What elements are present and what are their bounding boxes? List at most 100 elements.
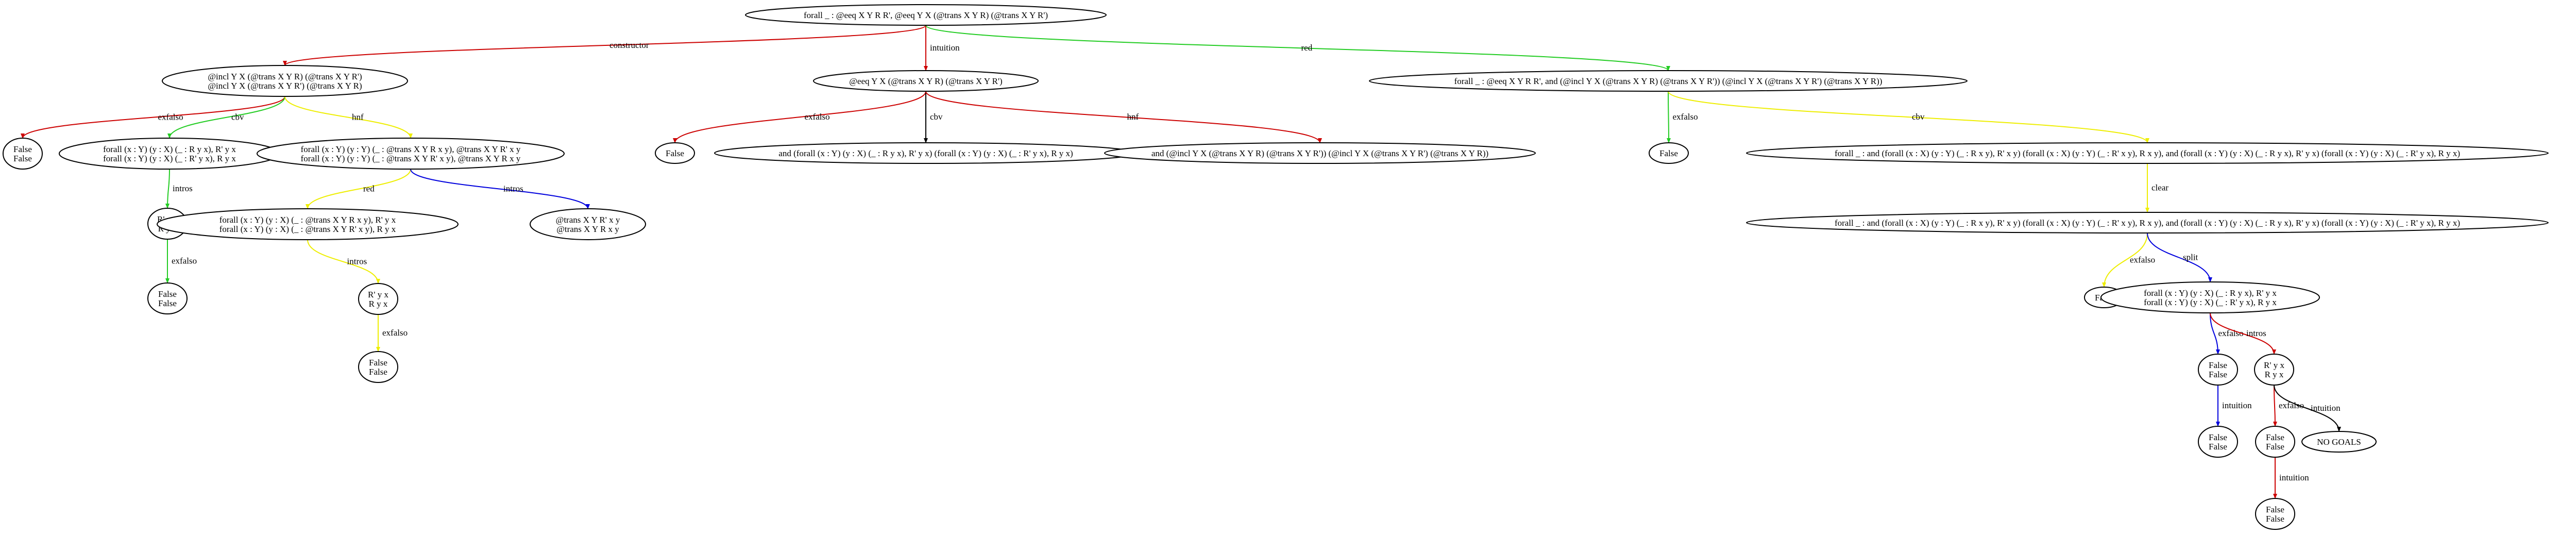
goal-node-n1b: forall (x : Y) (y : Y) (_ : @trans X Y R… [257, 138, 565, 170]
edge-label: exfalso [382, 328, 408, 338]
edge-label: exfalso [1673, 112, 1698, 122]
node-text-line: @trans X Y R' x y [556, 215, 620, 225]
node-ellipse [2301, 431, 2377, 453]
edge-n3c1-n3c1a: intuition [2216, 385, 2252, 427]
edge-label: intuition [2279, 473, 2309, 482]
node-text-line: NO GOALS [2317, 437, 2361, 447]
edge-n3b-n3c: split [2147, 232, 2212, 282]
edge-label: clear [2151, 183, 2168, 193]
node-text-line: R y x [369, 299, 388, 309]
node-text-line: forall (x : Y) (y : X) (_ : R y x), R' y… [103, 144, 236, 154]
edge-n2-n2a: cbv [924, 91, 943, 143]
edge-label: intros [503, 184, 523, 194]
edge-line [2274, 385, 2341, 432]
node-text-line: False [369, 367, 387, 377]
goal-node-n1b1a: R' y xR y x [358, 283, 398, 315]
node-text-line: forall (x : Y) (y : X) (_ : @trans X Y R… [219, 215, 396, 225]
edge-label: intuition [930, 43, 960, 53]
edge-n1b-n1b1: red [306, 169, 411, 209]
node-ellipse [1649, 142, 1689, 164]
edge-line [2147, 232, 2212, 282]
edge-line [283, 25, 926, 66]
node-ellipse [2100, 281, 2320, 313]
node-text-line: False [13, 154, 32, 163]
edge-n3c-n3c1: exfalso [2210, 312, 2244, 355]
goal-node-n3c: forall (x : Y) (y : X) (_ : R y x), R' y… [2100, 281, 2320, 313]
edge-line [925, 91, 1322, 143]
node-ellipse [157, 208, 459, 240]
edge-label: hnf [1127, 112, 1139, 122]
edge-label: intuition [2222, 400, 2252, 410]
edge-line [2210, 312, 2220, 355]
node-text-line: False [2209, 360, 2227, 370]
edge-n1b-n1b2: intros [410, 169, 590, 209]
goal-node-n1: @incl Y X (@trans X Y R) (@trans X Y R')… [162, 65, 408, 97]
edge-root-n1: constructor [283, 25, 926, 66]
goal-node-root: forall _ : @eeq X Y R R', @eeq Y X (@tra… [745, 4, 1107, 26]
node-ellipse [2255, 498, 2295, 530]
node-text-line: @incl Y X (@trans X Y R) (@trans X Y R') [208, 72, 362, 81]
goal-node-n2a: and (forall (x : Y) (y : X) (_ : R y x),… [714, 142, 1138, 164]
edge-n1a-n1a1: intros [165, 169, 193, 209]
goal-node-n2f: False [655, 142, 695, 164]
edge-line [21, 96, 285, 139]
node-ellipse [162, 65, 408, 97]
edge-line [284, 96, 413, 139]
edge-n3c2-n3c2b: intuition [2274, 385, 2341, 432]
goal-node-n3b: forall _ : and (forall (x : X) (y : Y) (… [1746, 212, 2549, 233]
node-text-line: False [2209, 370, 2227, 379]
edge-label: exfalso [2218, 328, 2244, 338]
node-ellipse [1369, 70, 1968, 92]
edge-line [410, 169, 590, 209]
goal-node-n1b1: forall (x : Y) (y : X) (_ : @trans X Y R… [157, 208, 459, 240]
node-text-line: forall _ : @eeq X Y R R', @eeq Y X (@tra… [804, 10, 1048, 20]
edge-line [1666, 91, 1671, 143]
node-text-line: False [2266, 432, 2284, 442]
node-text-line: False [369, 358, 387, 368]
node-ellipse [2198, 354, 2238, 386]
node-text-line: False [2266, 442, 2284, 452]
node-text-line: False [13, 144, 32, 154]
edge-label: exfalso [172, 256, 197, 266]
node-text-line: False [2209, 432, 2227, 442]
node-layer: forall _ : @eeq X Y R R', @eeq Y X (@tra… [3, 4, 2549, 530]
goal-node-n3a: forall _ : and (forall (x : X) (y : Y) (… [1746, 142, 2549, 164]
edge-label: intuition [2311, 403, 2341, 413]
edge-n3-n3f: exfalso [1666, 91, 1698, 143]
goal-node-n2: @eeq Y X (@trans X Y R) (@trans X Y R') [813, 70, 1039, 92]
node-text-line: @eeq Y X (@trans X Y R) (@trans X Y R') [849, 76, 1002, 86]
edge-n3c2-n3c2a: exfalso [2273, 385, 2304, 427]
edge-n1-n1a: cbv [167, 96, 285, 139]
node-ellipse [358, 283, 398, 315]
edge-n2-n2b: hnf [925, 91, 1322, 143]
edge-n1a1-n1a2: exfalso [165, 239, 197, 283]
node-ellipse [813, 70, 1039, 92]
goal-node-n3f: False [1649, 142, 1689, 164]
edge-line [306, 169, 411, 209]
goal-node-n3c2: R' y xR y x [2254, 354, 2294, 386]
edge-label: cbv [231, 112, 244, 122]
goal-node-n3c2b: NO GOALS [2301, 431, 2377, 453]
node-ellipse [1104, 142, 1536, 164]
edge-root-n3: red [925, 25, 1670, 71]
node-text-line: False [666, 148, 684, 158]
goal-node-n1a: forall (x : Y) (y : X) (_ : R y x), R' y… [59, 138, 280, 170]
node-text-line: False [2266, 505, 2284, 514]
edge-line [2102, 232, 2148, 288]
edge-n1-n1b: hnf [284, 96, 413, 139]
node-ellipse [2255, 426, 2295, 458]
goal-node-n2b: and (@incl Y X (@trans X Y R) (@trans X … [1104, 142, 1536, 164]
node-ellipse [2254, 354, 2294, 386]
node-ellipse [530, 208, 646, 240]
node-text-line: R' y x [368, 290, 388, 299]
node-ellipse [745, 4, 1107, 26]
edge-label: red [1301, 43, 1313, 53]
node-text-line: forall _ : @eeq X Y R R', and (@incl Y X… [1454, 76, 1883, 86]
edge-n1b1a-n1b1b: exfalso [376, 314, 408, 352]
node-text-line: @trans X Y R x y [556, 224, 619, 234]
edge-line [925, 25, 1670, 71]
node-ellipse [257, 138, 565, 170]
goal-node-n3: forall _ : @eeq X Y R R', and (@incl Y X… [1369, 70, 1968, 92]
node-ellipse [147, 282, 188, 314]
